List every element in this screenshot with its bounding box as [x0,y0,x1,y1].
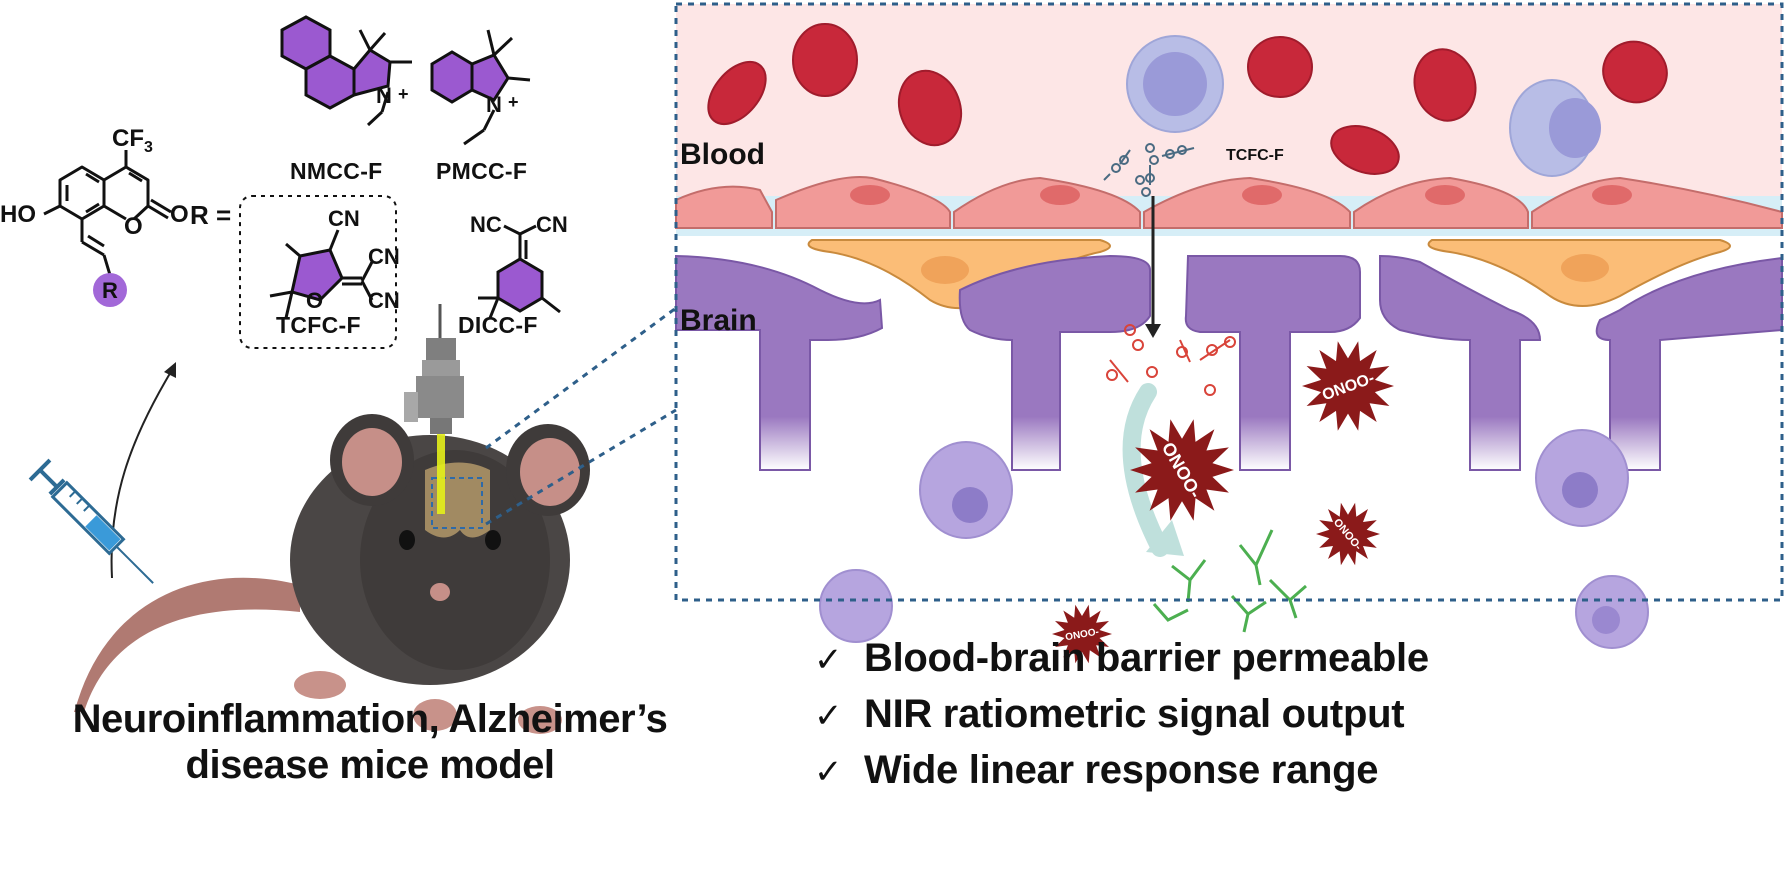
r-equals-label: R = [190,200,231,230]
mouse-eye-right [485,530,501,550]
microglia-cells [819,429,1649,649]
mouse-ear-right [520,438,580,506]
mouse-foot-front [413,699,457,731]
astrocyte-endfeet [675,254,1783,471]
onoo-label: ONOO- [1320,370,1377,405]
svg-text:NC: NC [470,212,502,237]
white-blood-cells [1126,35,1601,177]
dicc-f-structure: NC CN [470,212,568,319]
carbonyl-oxygen-label: O [170,201,189,228]
r-group-label: R [102,278,118,303]
syringe-icon [28,458,154,584]
svg-text:+: + [398,84,409,104]
probe-label-pmcc-f: PMCC-F [436,158,528,184]
probe-label-nmcc-f: NMCC-F [290,158,383,184]
mouse-head [360,450,550,670]
product-molecules [1152,529,1307,633]
feature-text: Blood-brain barrier permeable [864,636,1429,680]
onoo-burst-icon [1316,502,1380,566]
mouse-illustration [28,304,677,734]
mouse-brain-window [425,462,490,538]
onoo-burst-icon [1130,419,1234,521]
svg-text:+: + [508,92,519,112]
mouse-nose [430,583,450,601]
feature-text: Wide linear response range [864,748,1379,792]
onoo-bursts: ONOO-ONOO-ONOO-ONOO- [1052,341,1394,664]
brain-roi-box [431,477,483,529]
r-group-highlight [93,273,127,307]
tcfc-f-highlight-box [239,195,397,349]
cf3-label: CF3 [112,125,153,156]
zoom-guide-line-lower [485,408,677,526]
bbb-panel-frame [674,2,1784,602]
conversion-arrow-head-icon [1146,520,1184,556]
pericytes [807,239,1731,310]
basement-membrane [676,196,1782,236]
nmcc-f-structure: N + [280,15,412,127]
svg-text:CN: CN [368,288,400,313]
feature-item: ✓ NIR ratiometric signal output [814,690,1405,740]
check-icon: ✓ [814,753,843,791]
transport-arrow-head-icon [1145,324,1161,338]
svg-text:N: N [486,92,502,117]
hydroxyl-label: HO [0,201,36,228]
check-icon: ✓ [814,697,843,735]
svg-text:CN: CN [536,212,568,237]
svg-text:CN: CN [368,244,400,269]
pmcc-f-structure: N + [430,29,531,146]
zoom-guide-line-upper [485,306,677,450]
red-blood-cells [707,23,1668,175]
feature-text: NIR ratiometric signal output [864,692,1405,736]
svg-text:N: N [376,83,392,108]
tcfc-f-molecules-brain [1106,324,1236,396]
mouse-ear-left [342,428,402,496]
onoo-label: ONOO- [1331,516,1364,553]
tcfc-f-blood-label: TCFC-F [1226,147,1284,164]
probe-label-dicc-f: DICC-F [458,312,538,338]
mouse-foot-right [518,706,562,734]
arrow-head-icon [164,362,176,378]
imaging-device-icon [404,304,464,434]
tcfc-f-molecules-blood [1103,143,1195,197]
laser-beam [437,434,445,514]
feature-item: ✓ Blood-brain barrier permeable [814,634,1429,684]
chemical-structures: R CF3 HO O O R = N + N + [0,15,568,349]
feature-item: ✓ Wide linear response range [814,746,1379,796]
mouse-tail [74,577,300,712]
tcfc-f-structure: CN CN CN O [269,206,400,319]
ring-oxygen-label: O [124,213,143,240]
endothelial-cells [675,175,1783,229]
svg-text:CN: CN [328,206,360,231]
onoo-label: ONOO- [1158,439,1206,502]
mouse-eye-left [399,530,415,550]
svg-text:O: O [306,288,323,313]
injection-arrow [110,369,173,579]
onoo-burst-icon [1302,341,1394,431]
caption-line-1: Neuroinflammation, Alzheimer’s [72,697,668,741]
caption-line-2: disease mice model [185,743,555,787]
blood-region [676,4,1782,204]
check-icon: ✓ [814,641,843,679]
probe-label-tcfc-f: TCFC-F [276,312,361,338]
mouse-foot-left [294,671,346,699]
pyranone-ring [43,150,172,276]
conversion-arrow [1122,383,1169,557]
mouse-model-caption: Neuroinflammation, Alzheimer’s disease m… [60,696,680,788]
